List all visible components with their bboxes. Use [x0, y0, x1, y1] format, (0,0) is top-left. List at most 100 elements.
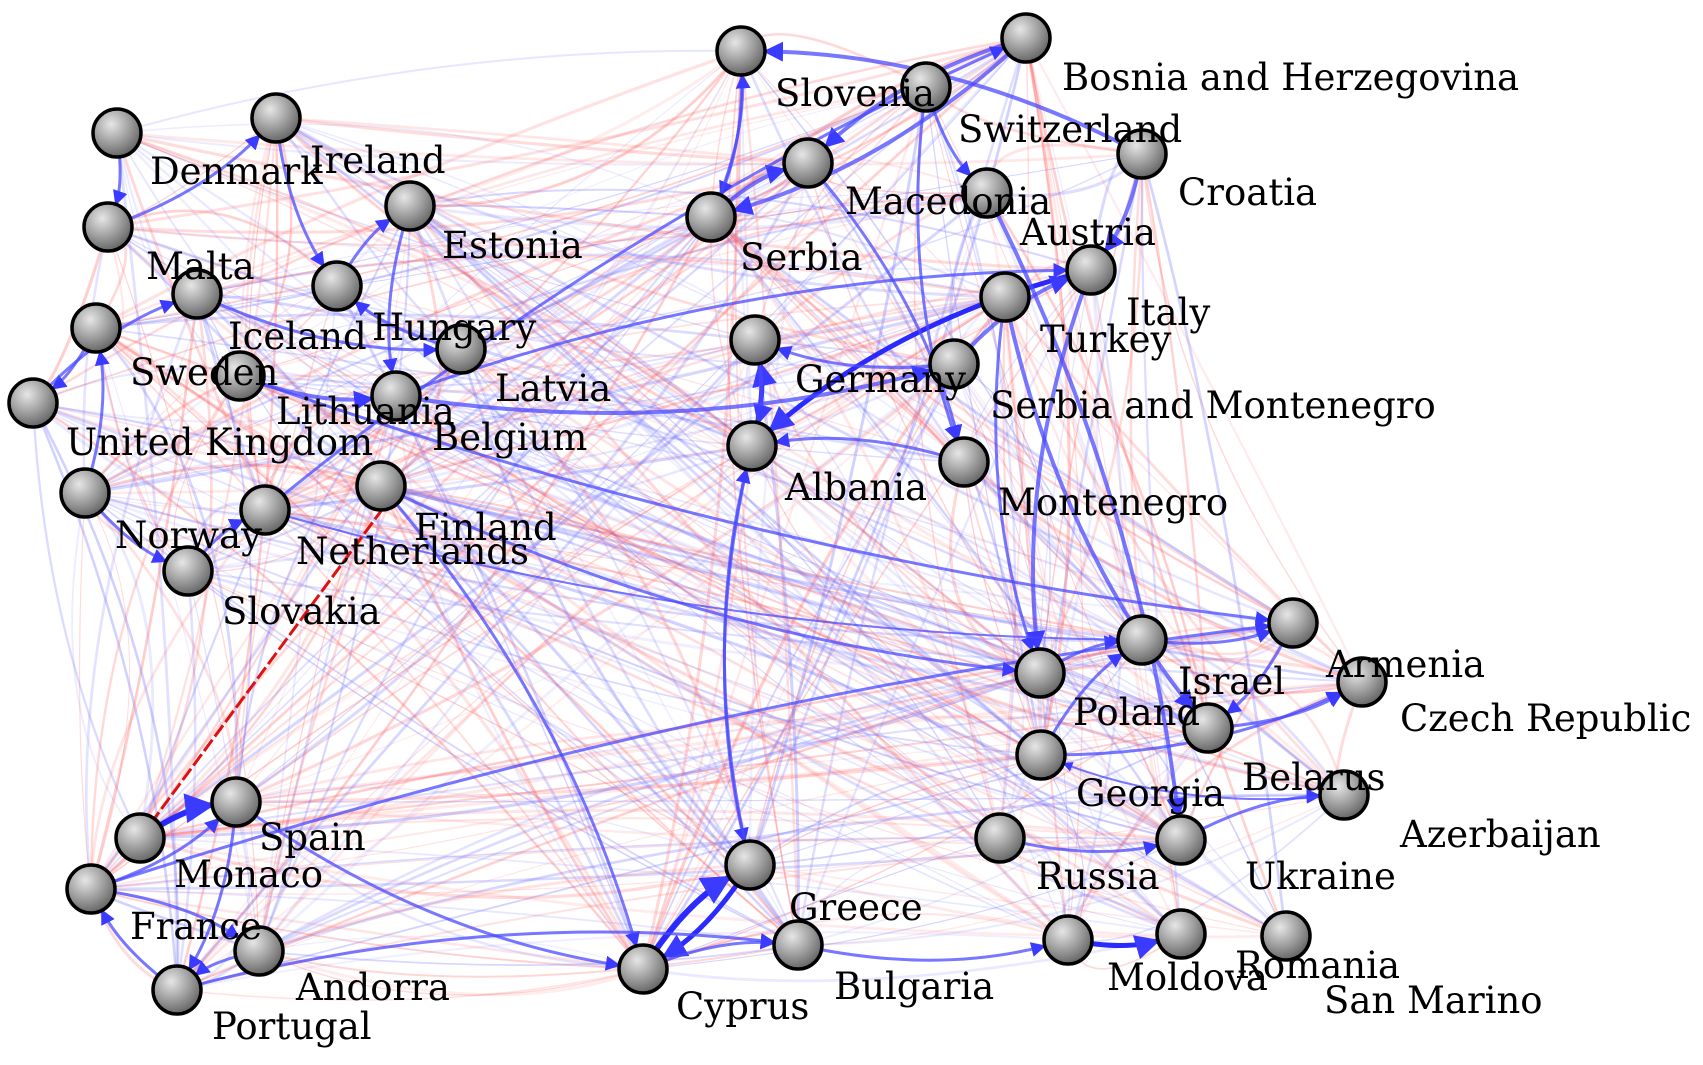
edge-negative: [275, 116, 955, 366]
edge-negative: [196, 254, 1006, 299]
edge-positive: [749, 754, 1042, 866]
edge-positive: [32, 401, 1209, 730]
node-label: San Marino: [1324, 979, 1543, 1022]
node: [7, 377, 59, 429]
edge-negative: [235, 205, 411, 803]
node: [214, 350, 266, 402]
edge-negative: [235, 362, 955, 804]
edge-negative: [710, 50, 753, 447]
edge-strong: [1003, 296, 1195, 711]
edge-negative: [95, 49, 742, 330]
edge-positive: [235, 162, 810, 804]
node: [1182, 702, 1234, 754]
edge-negative-strong: [138, 510, 383, 839]
edge-positive: [107, 226, 955, 367]
edge-positive: [196, 192, 988, 295]
edge-positive: [176, 931, 1069, 991]
edge-strong: [395, 365, 933, 415]
edge-negative: [90, 36, 1027, 891]
edge-positive: [90, 888, 799, 946]
edge-strong: [239, 374, 1271, 626]
edge-negative: [264, 509, 1287, 937]
edge-positive: [239, 375, 1143, 641]
node: [1318, 769, 1370, 821]
edge-positive: [264, 295, 1006, 512]
edge-negative: [106, 225, 1069, 942]
nodes: [7, 12, 1388, 1016]
node: [726, 420, 778, 472]
edge-positive: [139, 216, 712, 839]
node: [250, 92, 302, 144]
node-label: Serbia and Montenegro: [990, 384, 1436, 427]
edge-positive: [116, 132, 382, 487]
edge-positive: [84, 491, 1041, 675]
edge-positive: [395, 395, 644, 970]
edge-positive: [258, 205, 412, 952]
node: [938, 436, 990, 488]
edge-negative: [380, 205, 442, 488]
edge-negative: [235, 285, 338, 803]
edge-negative: [89, 293, 199, 890]
node-label: Slovakia: [222, 590, 381, 633]
edge-negative: [641, 363, 956, 970]
node: [974, 812, 1026, 864]
edge-strong: [1025, 269, 1093, 652]
edge-positive: [264, 362, 955, 512]
edge-negative: [949, 461, 1041, 675]
node-label: United Kingdom: [66, 421, 373, 464]
node-label: Austria: [1019, 211, 1156, 254]
node-label: Albania: [784, 466, 927, 509]
edge-negative: [409, 49, 742, 208]
edge-negative: [379, 485, 645, 970]
edge-positive: [739, 50, 966, 463]
edge-positive: [409, 204, 1002, 839]
edge-positive: [395, 394, 1143, 642]
edge-positive: [409, 204, 1287, 937]
edge-positive: [409, 204, 712, 218]
edge-negative: [460, 348, 1042, 756]
edge-positive: [84, 491, 1143, 642]
edge-positive: [409, 204, 1042, 757]
edge-negative: [176, 444, 753, 992]
edge-positive: [796, 269, 1093, 946]
edge-positive: [95, 313, 756, 342]
node: [685, 191, 737, 243]
edge-positive: [84, 492, 1042, 756]
edge-negative: [139, 395, 398, 839]
edge-positive: [116, 123, 712, 218]
edge-negative: [985, 192, 1210, 729]
edge-negative: [176, 638, 1143, 992]
node-label: Georgia: [1076, 772, 1225, 815]
edge-positive: [408, 204, 1183, 936]
edge-positive: [409, 204, 1288, 938]
edge-positive: [90, 50, 742, 890]
edge-negative: [710, 216, 1294, 625]
edge-positive: [258, 362, 955, 953]
node: [979, 271, 1031, 323]
node-label: Israel: [1178, 660, 1285, 703]
edge-positive: [84, 492, 1182, 935]
node-label: Belarus: [1242, 756, 1385, 799]
edge-positive: [460, 348, 1001, 839]
edge-negative: [264, 216, 712, 511]
node-label: Romania: [1235, 944, 1400, 987]
edge-positive: [84, 492, 1182, 935]
edge-negative: [1003, 296, 1346, 796]
edge-positive: [115, 132, 179, 991]
edge-positive: [797, 794, 1345, 947]
edge-strong: [985, 192, 1187, 819]
edge-strong: [379, 485, 640, 948]
edge-negative: [753, 339, 1041, 675]
edge-positive: [187, 362, 955, 573]
edge-positive: [460, 153, 1143, 350]
edge-negative: [257, 295, 1006, 952]
edge-negative: [90, 837, 1001, 890]
edge-strong: [90, 620, 1271, 891]
edge-negative: [32, 401, 644, 970]
edge-positive: [196, 86, 927, 295]
edge-positive: [380, 484, 1209, 730]
edge-negative: [139, 638, 1143, 840]
edge-positive: [409, 191, 988, 230]
edge-negative: [963, 461, 1042, 756]
